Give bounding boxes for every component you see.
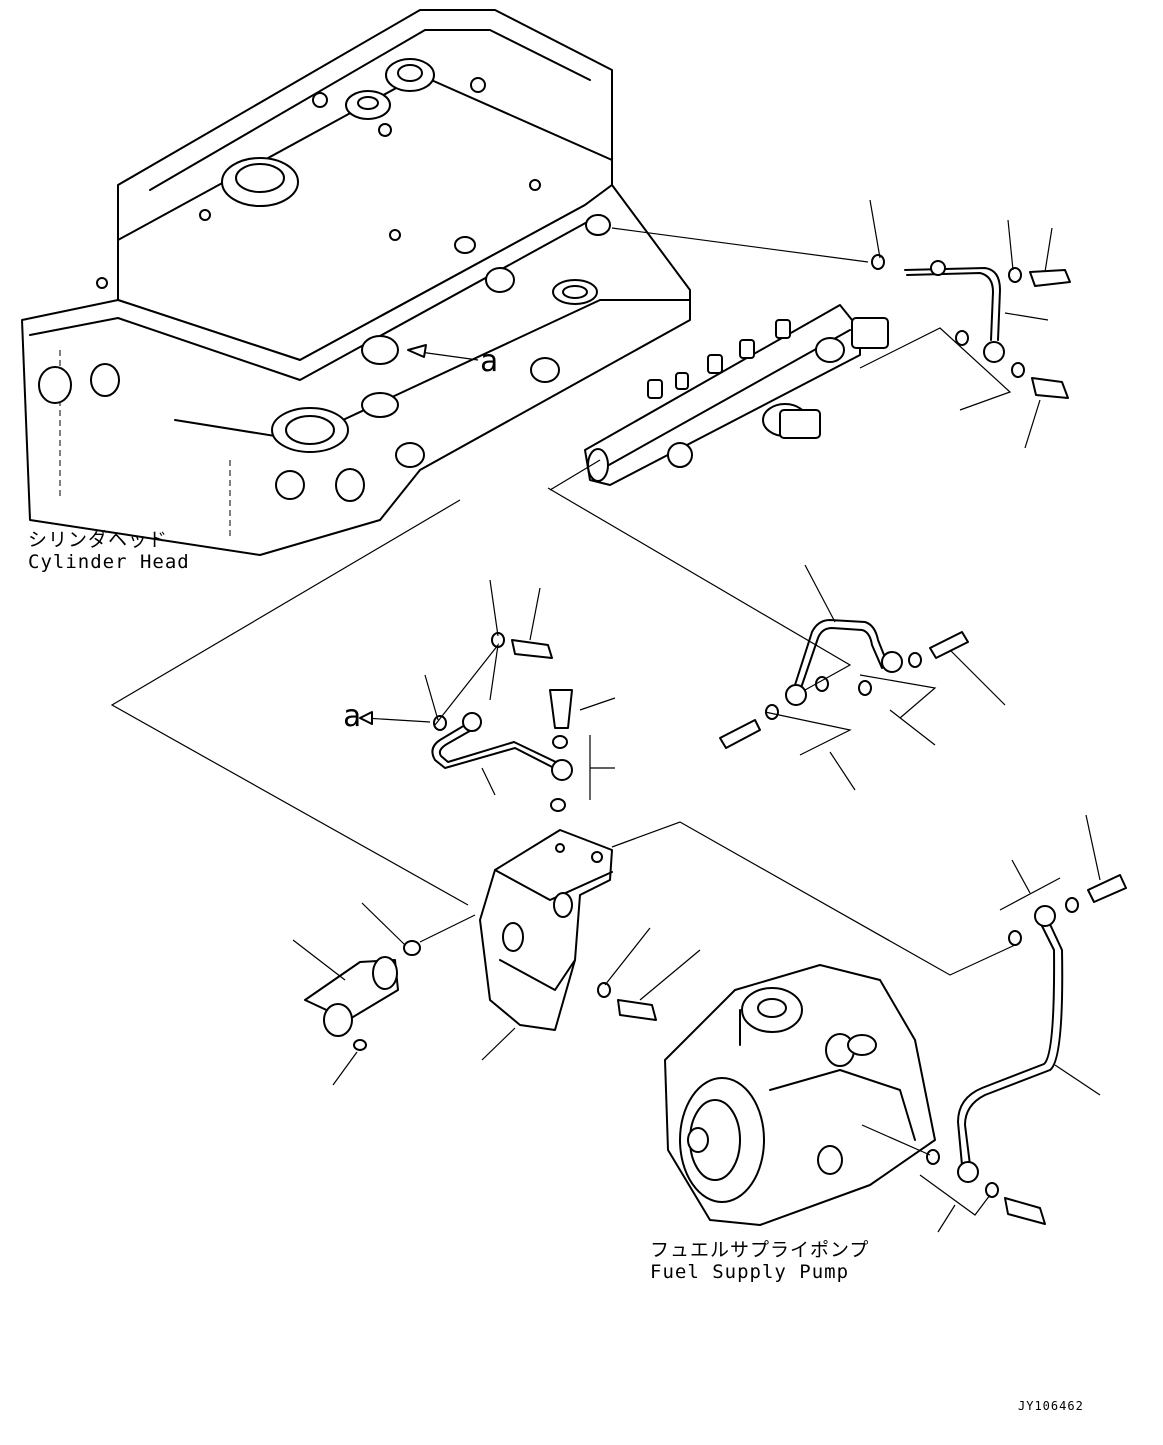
fuel-supply-pump-part	[664, 964, 936, 1226]
fuel-supply-pump-label-jp: フュエルサプライポンプ	[650, 1239, 870, 1261]
top-right-fuel-pipe	[871, 254, 1071, 399]
cylinder-head-part	[21, 9, 691, 556]
fuel-supply-pump-label: フュエルサプライポンプ Fuel Supply Pump	[650, 1239, 870, 1284]
cylinder-head-label-jp: シリンダヘッド	[28, 529, 169, 551]
reference-a-left: a	[343, 699, 362, 734]
fuel-supply-pump-label-en: Fuel Supply Pump	[650, 1260, 850, 1283]
bottom-right-fuel-pipe	[926, 874, 1127, 1225]
common-rail-part	[584, 304, 889, 486]
pump-bracket-part	[479, 829, 613, 1031]
drawing-code: JY106462	[1018, 1399, 1084, 1413]
elbow-fitting-part	[304, 940, 657, 1051]
cylinder-head-label: シリンダヘッド Cylinder Head	[28, 529, 208, 574]
middle-left-fuel-pipe	[431, 632, 573, 812]
leader-lines	[110, 199, 1101, 1233]
cylinder-head-label-en: Cylinder Head	[28, 550, 190, 573]
reference-a-top: a	[480, 344, 499, 379]
